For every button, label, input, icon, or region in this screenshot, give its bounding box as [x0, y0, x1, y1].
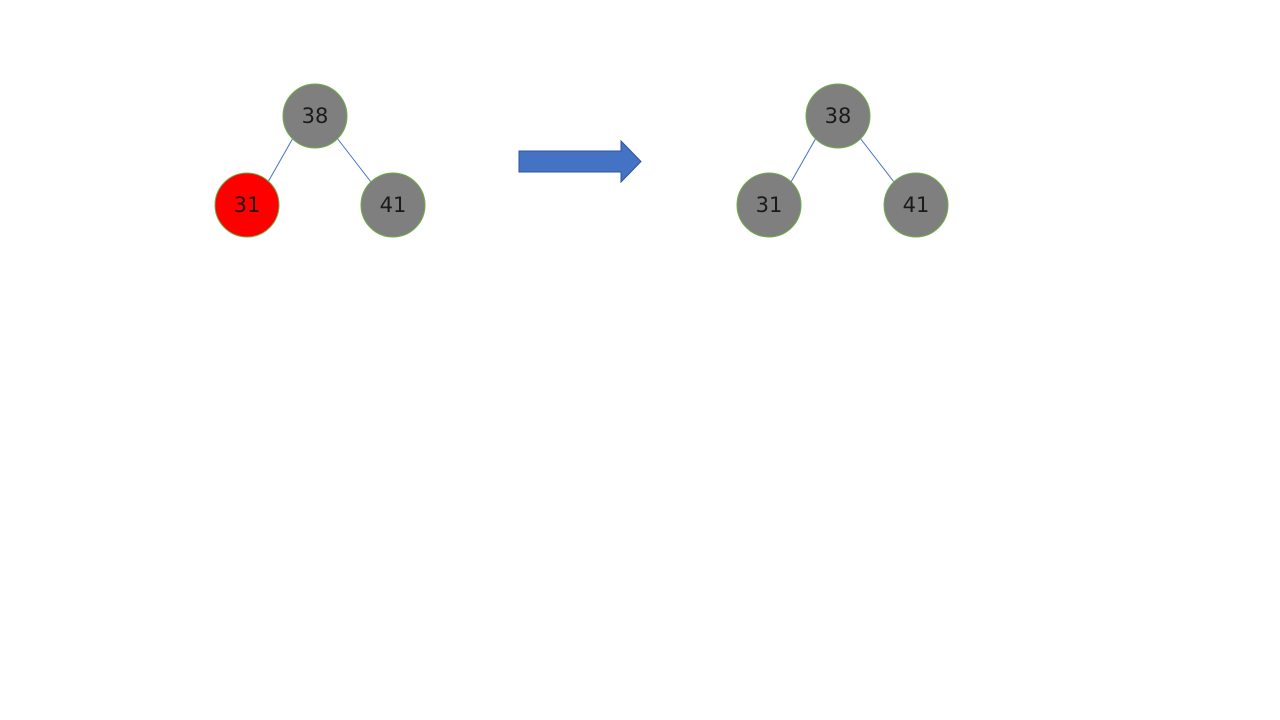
before-edge-root-left: [267, 137, 294, 183]
before-edge-root-right: [336, 137, 372, 183]
before-root-node: 38: [282, 83, 348, 149]
before-right-circle: [360, 172, 426, 238]
after-left-label: 31: [756, 193, 783, 217]
before-left-circle: [214, 172, 280, 238]
after-right-circle: [883, 172, 949, 238]
after-edge-root-right: [859, 137, 895, 183]
after-left-node: 31: [736, 172, 802, 238]
after-root-circle: [805, 83, 871, 149]
after-root-node: 38: [805, 83, 871, 149]
before-root-label: 38: [302, 104, 329, 128]
before-tree: 38 31 41: [214, 83, 426, 238]
before-right-node: 41: [360, 172, 426, 238]
before-root-circle: [282, 83, 348, 149]
after-root-label: 38: [825, 104, 852, 128]
after-right-node: 41: [883, 172, 949, 238]
right-arrow-icon: [518, 139, 642, 184]
before-left-node: 31: [214, 172, 280, 238]
before-left-label: 31: [234, 193, 261, 217]
after-left-circle: [736, 172, 802, 238]
after-tree: 38 31 41: [736, 83, 949, 238]
after-right-label: 41: [903, 193, 930, 217]
before-right-label: 41: [380, 193, 407, 217]
after-edge-root-left: [790, 137, 817, 183]
